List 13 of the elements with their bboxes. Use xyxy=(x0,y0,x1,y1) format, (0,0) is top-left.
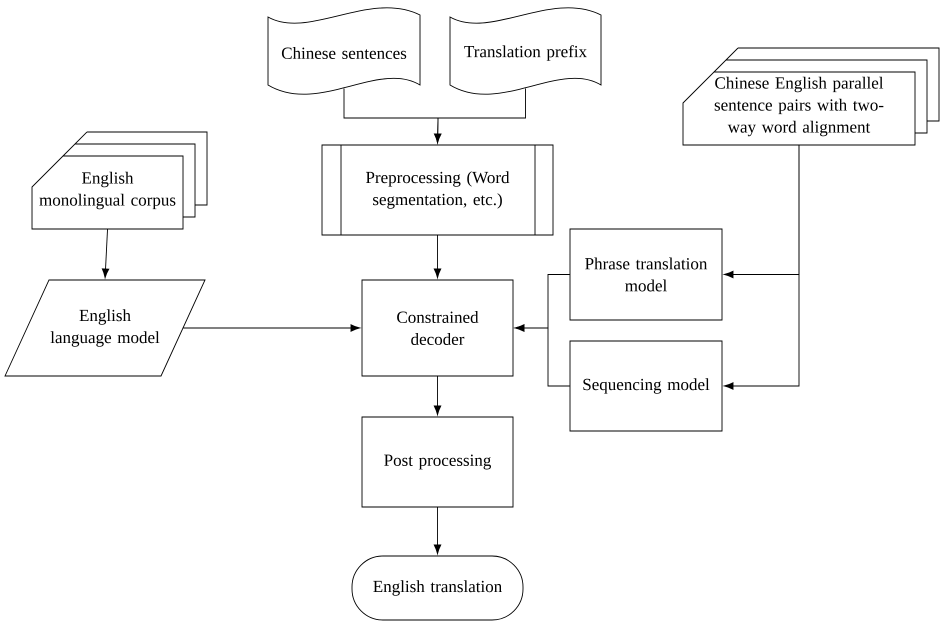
arrow xyxy=(514,324,570,386)
process-box: Preprocessing (Word segmentation, etc.) xyxy=(322,144,554,236)
arrow xyxy=(102,229,110,278)
arrow xyxy=(183,324,360,332)
arrow xyxy=(434,376,442,416)
process-box: Sequencing model xyxy=(570,340,722,432)
arrow xyxy=(434,88,526,144)
arrow xyxy=(434,235,442,278)
arrow xyxy=(434,507,442,554)
arrow xyxy=(724,145,800,390)
process-box: Constrained decoder xyxy=(362,280,514,376)
process-box: Post processing xyxy=(362,416,514,508)
process-box: Phrase translation model xyxy=(570,228,722,320)
